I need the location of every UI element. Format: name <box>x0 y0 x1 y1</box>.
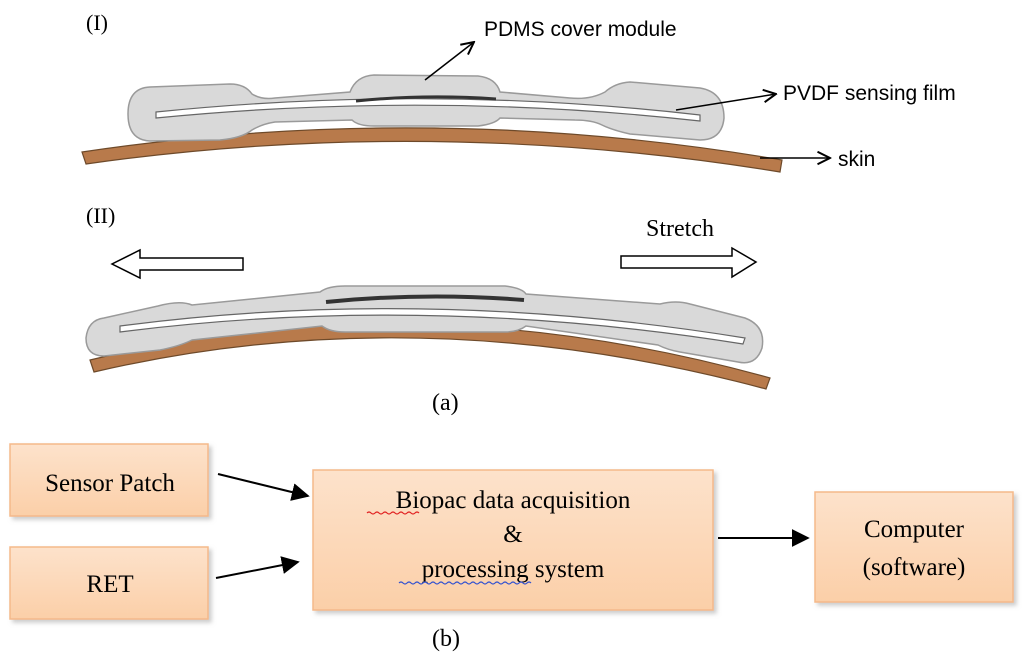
biopac-line-two: & <box>503 521 522 548</box>
skin-label: skin <box>838 148 875 171</box>
sensor-patch-label: Sensor Patch <box>45 470 175 497</box>
part-one-label: (I) <box>86 10 108 35</box>
sensor-patch-box <box>9 443 209 517</box>
stretch-label: Stretch <box>646 216 714 242</box>
box-group <box>9 443 1014 620</box>
biopac-line-one: Biopac data acquisition <box>396 487 631 514</box>
pvdf-electrode-two <box>325 294 525 304</box>
pvdf-arrow <box>675 94 776 111</box>
pvdf-film-two <box>119 308 746 345</box>
pdms-label: PDMS cover module <box>484 18 677 41</box>
sensor-to-biopac-arrow <box>217 473 310 501</box>
computer-line-two: (software) <box>863 554 966 581</box>
processing-word: processing <box>422 556 529 583</box>
pdms-cover-one <box>127 74 725 142</box>
pvdf-electrode-one <box>355 95 497 103</box>
pvdf-film-one <box>155 98 701 122</box>
stretch-right-arrow-icon <box>620 246 758 279</box>
part-two-label: (II) <box>86 203 115 228</box>
ret-to-biopac-arrow <box>215 556 300 579</box>
spellcheck-squiggle-blue <box>398 581 532 585</box>
pdms-arrow <box>424 42 474 81</box>
system-word: system <box>529 556 605 583</box>
computer-line-one: Computer <box>864 516 965 543</box>
caption-a: (a) <box>432 390 459 416</box>
skin-layer-one <box>81 127 783 173</box>
ret-label: RET <box>86 571 133 598</box>
stretch-left-arrow-icon <box>110 248 244 280</box>
pdms-cover-two <box>85 285 764 364</box>
biopac-box <box>312 469 714 611</box>
caption-b: (b) <box>432 626 460 652</box>
ret-box <box>9 546 209 620</box>
spellcheck-squiggle-red <box>366 511 420 515</box>
biopac-line-three: processing system <box>422 556 605 583</box>
computer-box <box>814 491 1014 603</box>
pvdf-label: PVDF sensing film <box>783 82 956 105</box>
